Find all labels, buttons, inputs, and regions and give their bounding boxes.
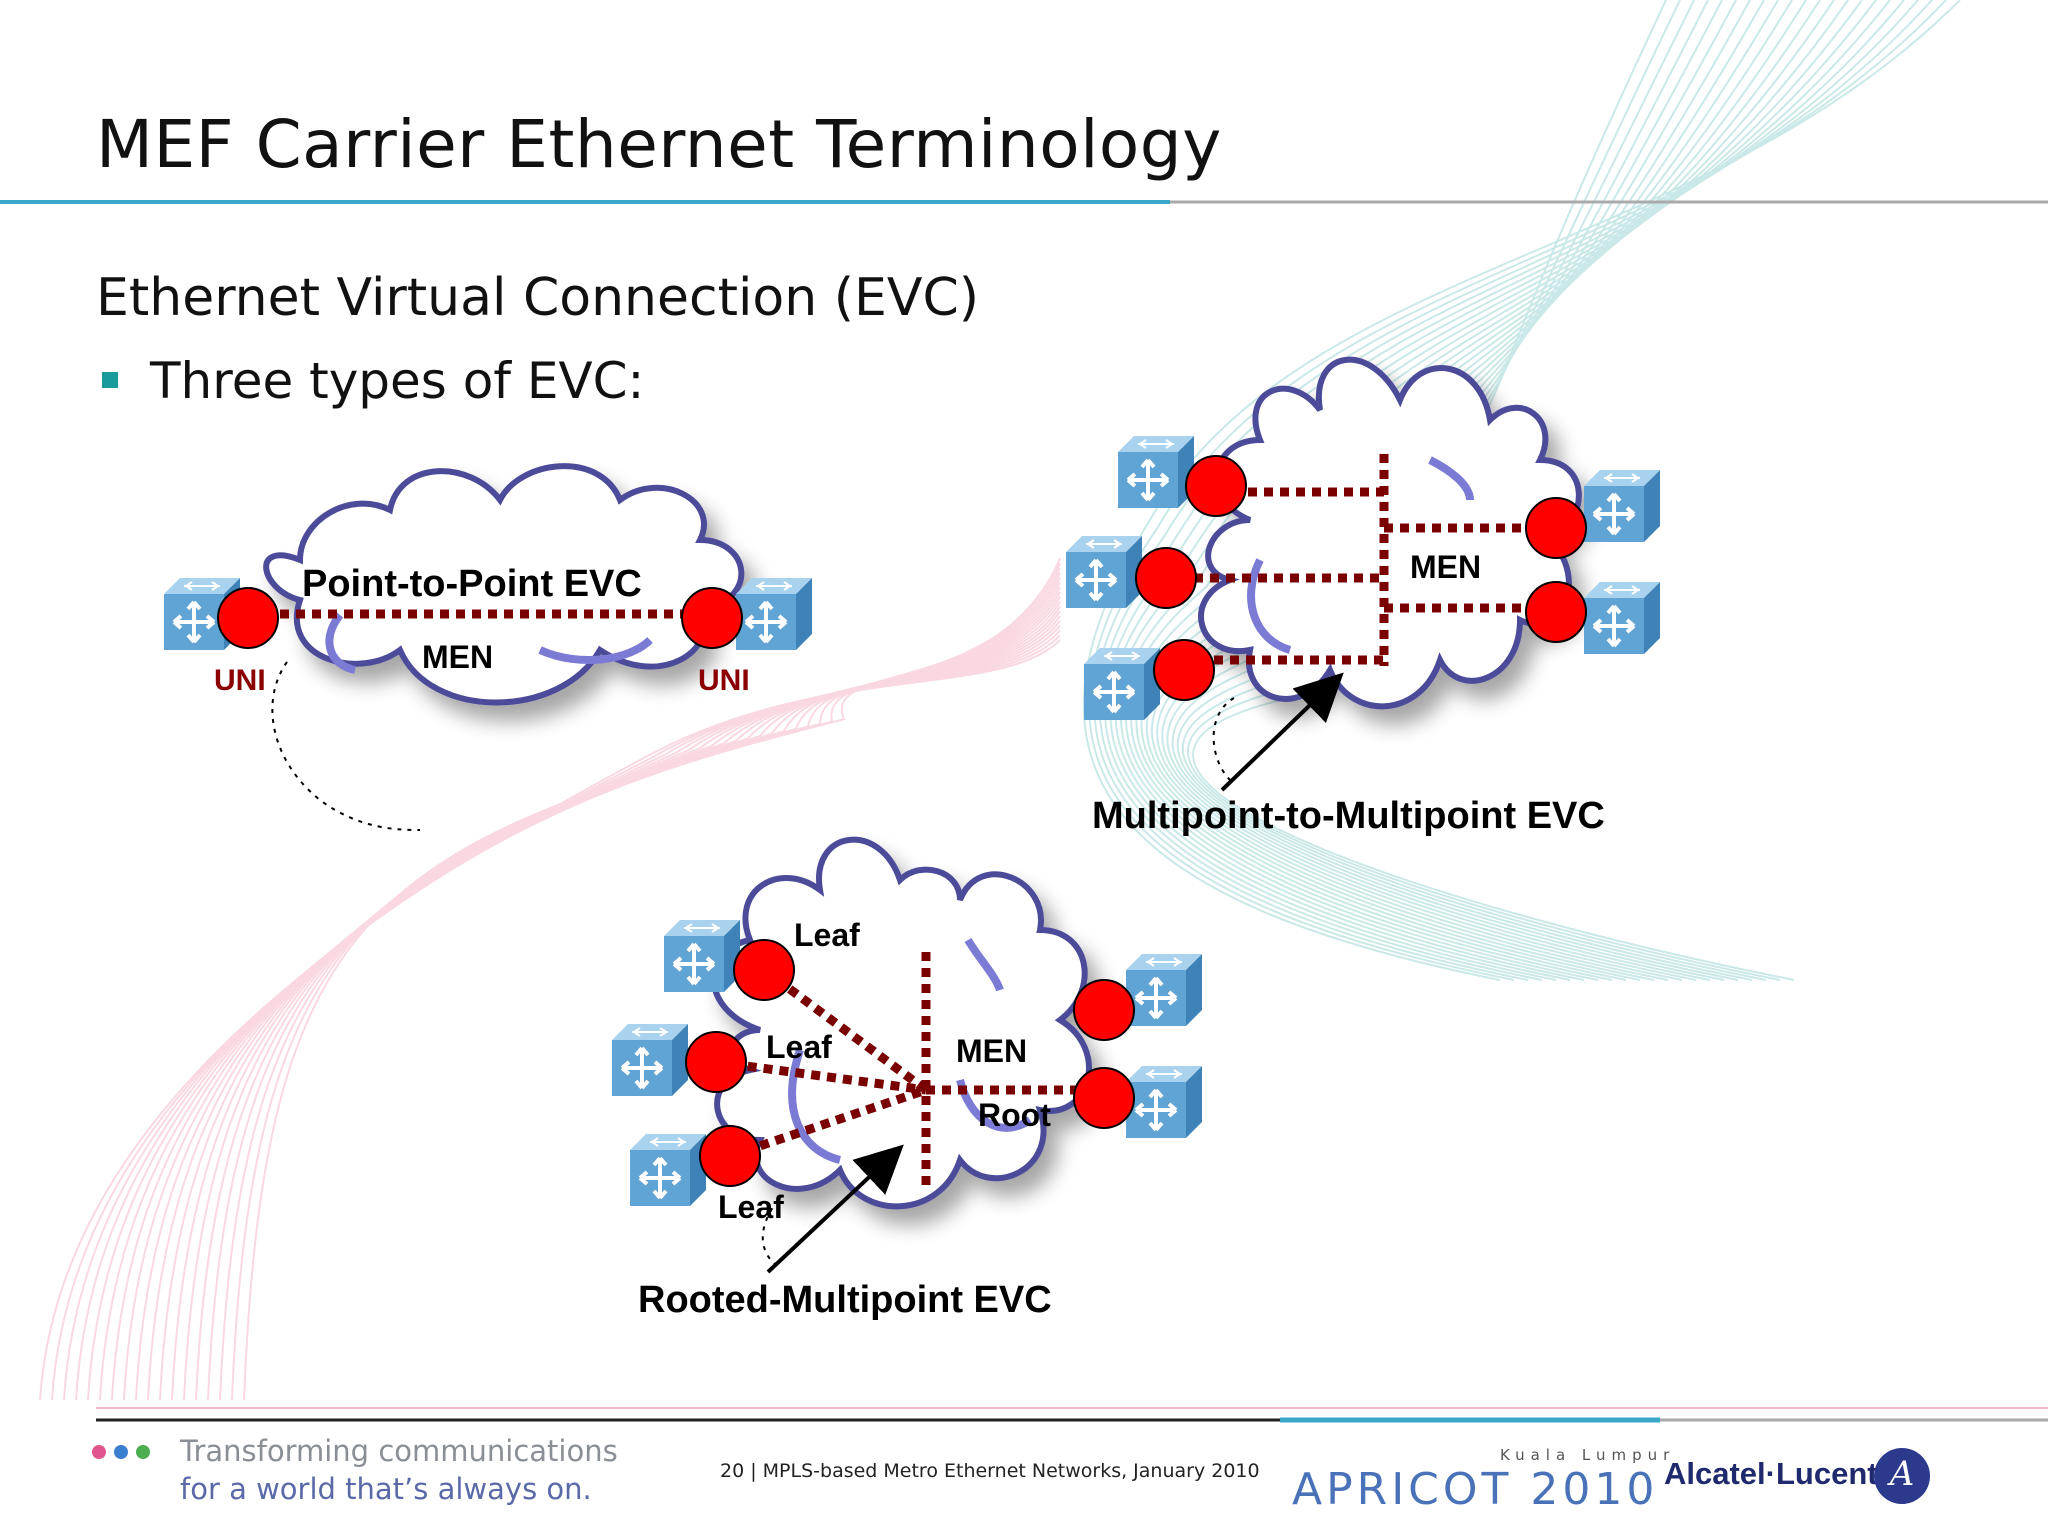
p2p-network-label: MEN <box>422 639 493 675</box>
switch-icon <box>610 1022 690 1098</box>
uni-dot <box>1073 979 1135 1041</box>
rmp-caption: Rooted-Multipoint EVC <box>638 1279 1052 1321</box>
uni-dot <box>1153 639 1215 701</box>
mp2mp-pointer-arrow <box>1220 672 1344 792</box>
uni-dot <box>1185 455 1247 517</box>
rmp-pointer-arrow <box>766 1144 904 1274</box>
mp2mp-evc-group: MEN Multipoint-to-Multipoint EVC <box>1064 356 1662 837</box>
mp2mp-evc-lines <box>1162 454 1556 666</box>
switch-icon <box>1124 1064 1204 1140</box>
leaf-dot <box>733 939 795 1001</box>
switch-icon <box>1124 952 1204 1028</box>
mp2mp-network-label: MEN <box>1410 549 1481 585</box>
mp2mp-cloud <box>1198 356 1582 710</box>
switch-icon <box>628 1132 708 1208</box>
leaf-label-3: Leaf <box>718 1189 784 1225</box>
bullet-text: Three types of EVC: <box>150 352 645 410</box>
leaf-dot <box>699 1125 761 1187</box>
switch-icon <box>1582 468 1662 544</box>
switch-icon <box>1082 646 1162 722</box>
uni-dot <box>1525 497 1587 559</box>
mp2mp-caption: Multipoint-to-Multipoint EVC <box>1092 795 1605 837</box>
leaf-dot <box>685 1031 747 1093</box>
rmp-cloud <box>710 836 1092 1210</box>
rmp-network-label: MEN <box>956 1033 1027 1069</box>
page-info: 20 | MPLS-based Metro Ethernet Networks,… <box>720 1460 1260 1482</box>
switch-icon <box>1116 434 1196 510</box>
uni-label-right: UNI <box>698 664 750 697</box>
leaf-label-2: Leaf <box>766 1029 832 1065</box>
p2p-evc-group: Point-to-Point EVC MEN UNI UNI <box>162 463 814 831</box>
tagline-line2: for a world that’s always on. <box>180 1472 592 1506</box>
uni-dot-right <box>681 587 743 649</box>
company-name: Alcatel·Lucent <box>1664 1456 1878 1491</box>
switch-icon <box>662 918 742 994</box>
bullet-marker <box>102 372 118 388</box>
event-city: Kuala Lumpur <box>1500 1446 1676 1464</box>
root-dot <box>1073 1067 1135 1129</box>
root-label: Root <box>978 1097 1051 1133</box>
section-heading: Ethernet Virtual Connection (EVC) <box>96 268 980 328</box>
leaf-label-1: Leaf <box>794 917 860 953</box>
brand-dots <box>92 1444 158 1463</box>
switch-icon <box>1064 534 1144 610</box>
uni-dot-left <box>217 587 279 649</box>
event-logo: APRICOT 2010 <box>1292 1464 1659 1515</box>
p2p-title: Point-to-Point EVC <box>302 563 642 605</box>
uni-dot <box>1525 581 1587 643</box>
uni-dot <box>1135 547 1197 609</box>
uni-label-left: UNI <box>214 664 266 697</box>
rmp-evc-group: Leaf Leaf Leaf Root MEN Rooted-Multipoin… <box>610 836 1204 1321</box>
page-title: MEF Carrier Ethernet Terminology <box>96 106 1222 183</box>
switch-icon <box>1582 580 1662 656</box>
switch-icon <box>734 576 814 652</box>
tagline-line1: Transforming communications <box>180 1434 618 1468</box>
company-logo-icon: A <box>1874 1448 1930 1504</box>
